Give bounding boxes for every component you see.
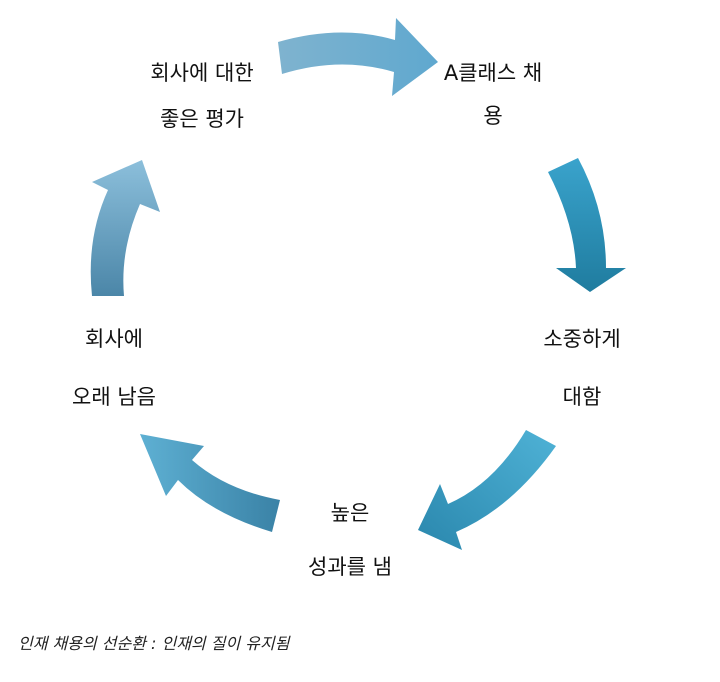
node-line: 회사에 대한 (150, 61, 253, 85)
node-line: 회사에 (85, 327, 143, 351)
node-line: 용 (483, 104, 502, 128)
arrow-top (278, 18, 438, 96)
node-high-performance: 높은 성과를 냄 (308, 501, 392, 579)
node-a-class-hiring: A클래스 채 용 (444, 61, 542, 128)
node-line: 좋은 평가 (160, 107, 244, 131)
node-line: 대함 (563, 385, 602, 409)
node-line: 높은 (331, 501, 370, 525)
figure-caption: 인재 채용의 선순환 : 인재의 질이 유지됨 (18, 634, 290, 653)
arrow-bottom-left (140, 434, 280, 532)
node-line: 소중하게 (543, 327, 620, 351)
node-line: A클래스 채 (444, 61, 542, 85)
cycle-diagram: A클래스 채 용 소중하게 대함 높은 성과를 냄 회사에 오래 남음 회사에 … (72, 18, 626, 579)
node-treat-preciously: 소중하게 대함 (543, 327, 620, 409)
node-line: 오래 남음 (72, 385, 156, 409)
node-line: 성과를 냄 (308, 555, 392, 579)
node-stay-long: 회사에 오래 남음 (72, 327, 156, 409)
node-good-reputation: 회사에 대한 좋은 평가 (150, 61, 253, 131)
arrow-lower-right (418, 430, 556, 550)
arrow-right (548, 158, 626, 292)
arrow-left (90, 160, 160, 296)
